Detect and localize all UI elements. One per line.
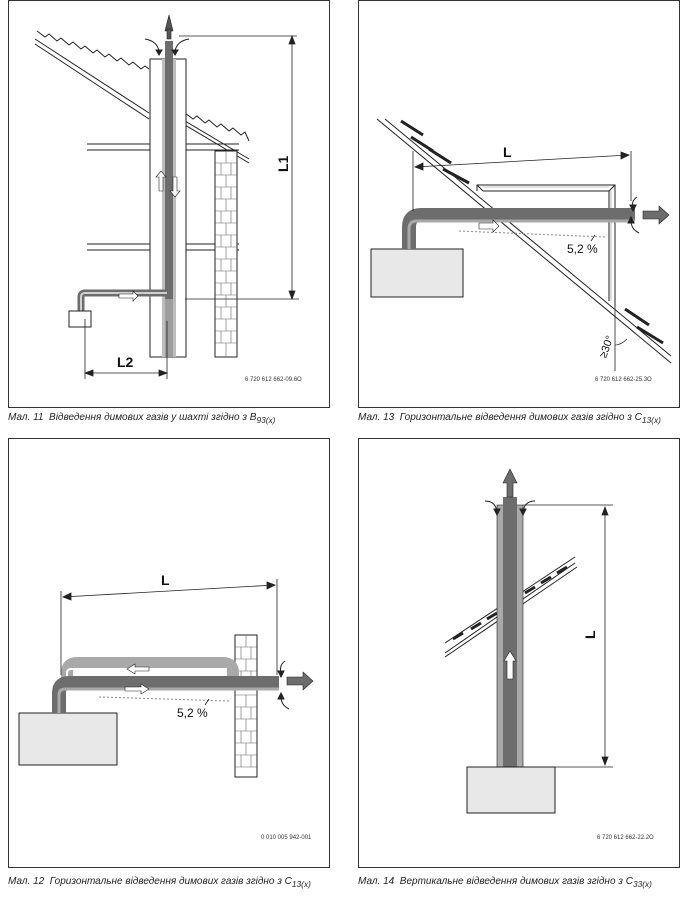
- dimension-l1: [179, 34, 299, 301]
- dimension-l: [412, 151, 632, 211]
- dimension-l: [523, 504, 613, 768]
- figure-12-panel: L 5,2 % 0 010 005 942-001: [8, 438, 330, 868]
- flow-arrows: [118, 14, 181, 302]
- caption-number: Мал. 14: [358, 876, 395, 887]
- figure-14-caption: Мал. 14 Вертикальне відведення димових г…: [358, 876, 652, 889]
- caption-subscript: 13(x): [291, 879, 311, 889]
- caption-subscript: 33(x): [632, 879, 652, 889]
- figure-code: 0 010 005 942-001: [261, 835, 312, 841]
- figure-11-drawing: L1 L2: [34, 14, 299, 379]
- caption-text: Відведення димових газів у шахті згідно …: [49, 412, 257, 423]
- caption-number: Мал. 13: [358, 412, 395, 423]
- boiler: [466, 766, 556, 814]
- dimension-label-l2: L2: [117, 354, 134, 370]
- caption-number: Мал. 12: [8, 876, 45, 887]
- caption-text: Горизонтальне відведення димових газів з…: [49, 876, 292, 887]
- caption-text: Вертикальне відведення димових газів згі…: [399, 876, 633, 887]
- flow-arrows: [124, 663, 314, 695]
- figure-code: 6 720 612 662-09.6O: [245, 377, 302, 383]
- figure-11-caption: Мал. 11 Відведення димових газів у шахті…: [8, 412, 275, 425]
- flue-pipe: [52, 676, 279, 713]
- dimension-label-l: L: [503, 144, 512, 160]
- figure-13-caption: Мал. 13 Горизонтальне відведення димових…: [358, 412, 661, 425]
- dimension-l2: [83, 319, 169, 379]
- air-intake-arrows: [144, 38, 190, 56]
- figure-12-drawing: L 5,2 %: [18, 572, 314, 778]
- dimension-label-l: L: [161, 572, 170, 588]
- brick-wall: [214, 150, 238, 358]
- boiler: [370, 248, 464, 298]
- air-intake-arrows: [277, 660, 290, 710]
- slope-label: 5,2 %: [567, 242, 598, 256]
- angle-label: ≥30°: [597, 334, 616, 359]
- figure-code: 6 720 612 662-22.2O: [597, 835, 654, 841]
- dimension-label-l1: L1: [275, 155, 291, 172]
- caption-subscript: 93(x): [256, 415, 276, 425]
- vertical-flue: [496, 497, 524, 768]
- dimension-l: [60, 579, 278, 675]
- caption-subscript: 13(x): [641, 415, 661, 425]
- roof-slope: [376, 118, 672, 364]
- roof-tiles: [400, 119, 664, 345]
- angle-indicator: [614, 307, 628, 371]
- dimension-label-l: L: [582, 630, 598, 639]
- roof-left: [34, 30, 150, 120]
- figure-13-panel: L 5,2 % ≥30° 6 720 612 662-25.3O: [358, 0, 680, 408]
- slope-line: [98, 696, 230, 702]
- figure-14-panel: L 6 720 612 662-22.2O: [358, 438, 680, 868]
- air-intake-arrows: [484, 500, 536, 517]
- caption-number: Мал. 11: [8, 412, 44, 423]
- slope-label: 5,2 %: [177, 706, 208, 720]
- intake-pipe: [61, 657, 239, 683]
- caption-text: Горизонтальне відведення димових газів з…: [399, 412, 642, 423]
- figure-13-drawing: L 5,2 % ≥30°: [370, 118, 672, 371]
- connection-pipe: [68, 289, 167, 328]
- flow-arrows: [478, 205, 670, 233]
- figure-code: 6 720 612 662-25.3O: [595, 377, 652, 383]
- flue-pipe: [402, 208, 635, 249]
- boiler: [18, 712, 118, 766]
- figure-11-panel: L1 L2 6 720 612 662-09.6O: [8, 0, 330, 408]
- brick-wall: [234, 634, 258, 778]
- figure-12-caption: Мал. 12 Горизонтальне відведення димових…: [8, 876, 311, 889]
- flow-arrows: [502, 468, 518, 680]
- figure-14-drawing: L: [444, 468, 613, 814]
- slope-line: [458, 230, 606, 238]
- air-intake-arrows: [627, 196, 640, 234]
- shaft: [149, 41, 187, 358]
